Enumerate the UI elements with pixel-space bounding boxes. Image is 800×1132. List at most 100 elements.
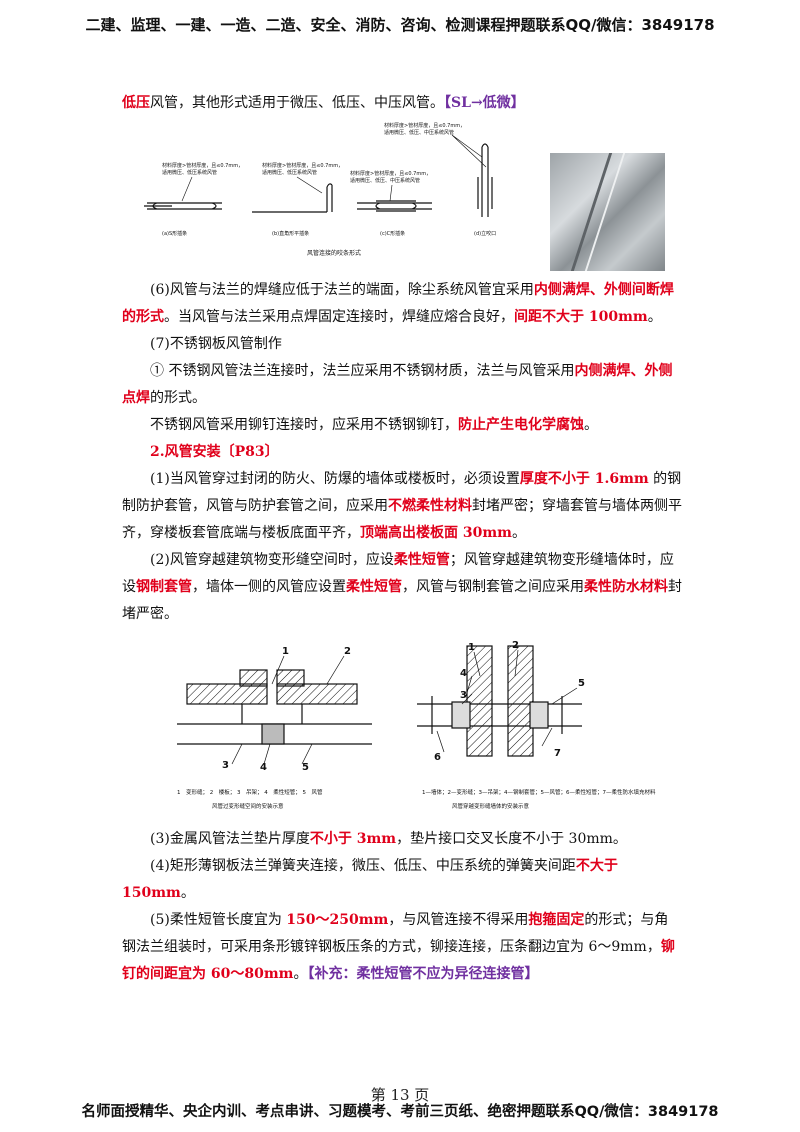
hl: 抱箍固定 bbox=[528, 912, 585, 928]
main-content: 低压风管，其他形式适用于微压、低压、中压风管。【SL→低微】 材料厚度>管材厚度… bbox=[122, 90, 682, 988]
hl: 柔性短管 bbox=[393, 552, 450, 568]
flex-duct-left bbox=[261, 723, 285, 745]
hl: 顶端高出楼板面 30mm bbox=[360, 525, 512, 541]
t: (5)柔性短管长度宜为 bbox=[150, 912, 287, 928]
figure-deformation-joint: 1 2 3 4 5 1 变形缝； 2 楼板； 3 吊架； 4 柔性短管； 5 风… bbox=[122, 636, 682, 826]
note: 【补充：柔性短管不应为异径连接管】 bbox=[307, 966, 539, 982]
steel-sleeve-left bbox=[451, 701, 471, 729]
right-num-4: 4 bbox=[460, 668, 467, 679]
page-number: 第 13 页 bbox=[370, 1086, 430, 1104]
hl: 低压 bbox=[122, 95, 150, 111]
page-header: 二建、监理、一建、一造、二造、安全、消防、咨询、检测课程押题联系QQ/微信：38… bbox=[85, 16, 715, 34]
left-num-1: 1 bbox=[282, 646, 289, 657]
para-7a: ① 不锈钢风管法兰连接时，法兰应采用不锈钢材质，法兰与风管采用内侧满焊、外侧点焊… bbox=[122, 358, 682, 412]
t: 。 bbox=[647, 309, 662, 325]
left-num-5: 5 bbox=[302, 762, 309, 773]
t: 封堵严密；穿墙套管与墙体两侧平齐，穿楼板套管底端与楼板底面平齐， bbox=[122, 498, 682, 541]
t: ，垫片接口交叉长度不小于 30mm。 bbox=[396, 831, 627, 847]
hl: 厚度不小于 1.6mm bbox=[519, 471, 649, 487]
right-legend: 1—墙体；2—变形缝；3—吊架；4—钢制套管；5—风管；6—柔性短管；7—柔性防… bbox=[422, 788, 656, 796]
right-num-6: 6 bbox=[434, 752, 441, 763]
left-num-3: 3 bbox=[222, 760, 229, 771]
t: 。当风管与法兰采用点焊固定连接时，焊缝应熔合良好， bbox=[164, 309, 514, 325]
txt: 风管，其他形式适用于微压、低压、中压风管。 bbox=[150, 95, 444, 111]
t: 的形式。 bbox=[150, 390, 206, 406]
hl: 铆钉的间距宜为 60～80mm bbox=[122, 939, 675, 982]
right-num-3: 3 bbox=[460, 690, 467, 701]
hl: 内侧满焊、外侧间断焊的形式 bbox=[122, 282, 674, 325]
joint-diagrams: 1 2 3 4 5 1 变形缝； 2 楼板； 3 吊架； 4 柔性短管； 5 风… bbox=[177, 640, 656, 810]
seam-diagrams: 材料厚度>管材厚度，且≤0.7mm， 适用微压、低压系统风管 材料厚度>管材厚度… bbox=[144, 122, 496, 257]
t: 的钢制防护套管，风管与防护套管之间，应采用 bbox=[122, 471, 682, 514]
note-b2: 适用微压、低压系统风管 bbox=[262, 169, 317, 176]
t: (6)风管与法兰的焊缝应低于法兰的端面，除尘系统风管宜采用 bbox=[150, 282, 534, 298]
para-7b: 不锈钢风管采用铆钉连接时，应采用不锈钢铆钉，防止产生电化学腐蚀。 bbox=[122, 412, 682, 439]
left-legend: 1 变形缝； 2 楼板； 3 吊架； 4 柔性短管； 5 风管 bbox=[177, 788, 323, 796]
section-2-title: 2.风管安装〔P83〕 bbox=[150, 444, 279, 460]
label-d: (d)立咬口 bbox=[474, 230, 496, 237]
para-2-2: (2)风管穿越建筑物变形缝空间时，应设柔性短管；风管穿越建筑物变形缝墙体时，应设… bbox=[122, 547, 682, 628]
floor-slab-left bbox=[186, 683, 268, 705]
note: 【SL→低微】 bbox=[444, 95, 525, 111]
left-num-2: 2 bbox=[344, 646, 351, 657]
hl: 不小于 3mm bbox=[309, 831, 397, 847]
t: 的形式；与角钢法兰组装时，可采用条形镀锌钢板压条的方式，铆接连接，压条翻边宜为 … bbox=[122, 912, 669, 955]
para-7: (7)不锈钢板风管制作 bbox=[150, 336, 282, 352]
t: 。 bbox=[584, 417, 598, 433]
right-num-1: 1 bbox=[468, 642, 475, 653]
right-num-7: 7 bbox=[554, 748, 561, 759]
right-num-2: 2 bbox=[512, 640, 519, 651]
t: ；风管穿越建筑物变形缝墙体时，应设 bbox=[122, 552, 674, 595]
figure-seam-types: 材料厚度>管材厚度，且≤0.7mm， 适用微压、低压系统风管 材料厚度>管材厚度… bbox=[122, 117, 682, 277]
label-b: (b)直角形平插条 bbox=[272, 230, 309, 237]
seam-photo bbox=[550, 153, 665, 271]
note-a2: 适用微压、低压系统风管 bbox=[162, 169, 217, 176]
t: 。 bbox=[511, 525, 526, 541]
right-caption: 风管穿越变形缝墙体的安装示意 bbox=[452, 802, 530, 810]
label-a: (a)S形插条 bbox=[162, 230, 187, 237]
note-c1: 材料厚度>管材厚度，且≤0.7mm， bbox=[350, 170, 431, 177]
t: 不锈钢风管采用铆钉连接时，应采用不锈钢铆钉， bbox=[150, 417, 458, 433]
t: 。 bbox=[293, 966, 308, 982]
fig1-caption: 风管连接的咬条形式 bbox=[307, 249, 361, 257]
seam-b bbox=[252, 183, 333, 213]
left-caption: 风管过变形缝空间的安装示意 bbox=[212, 802, 284, 810]
left-num-4: 4 bbox=[260, 762, 267, 773]
t: 。 bbox=[180, 885, 195, 901]
note-a1: 材料厚度>管材厚度，且≤0.7mm， bbox=[162, 162, 243, 169]
t: ，墙体一侧的风管应设置 bbox=[192, 579, 346, 595]
hl: 防止产生电化学腐蚀 bbox=[458, 417, 584, 433]
wall-left bbox=[466, 645, 493, 757]
note-d2: 适用微压、低压、中压系统风管 bbox=[384, 129, 454, 136]
t: (2)风管穿越建筑物变形缝空间时，应设 bbox=[150, 552, 394, 568]
para-0: 低压风管，其他形式适用于微压、低压、中压风管。【SL→低微】 bbox=[122, 90, 682, 117]
t: (1)当风管穿过封闭的防火、防爆的墙体或楼板时，必须设置 bbox=[150, 471, 520, 487]
seam-d bbox=[477, 143, 493, 217]
hl: 间距不大于 100mm bbox=[514, 309, 648, 325]
steel-sleeve-right bbox=[529, 701, 549, 729]
note-c2: 适用微压、低压、中压系统风管 bbox=[350, 177, 420, 184]
hl: 柔性短管 bbox=[346, 579, 402, 595]
hl: 150～250mm bbox=[286, 912, 389, 928]
para-2-1: (1)当风管穿过封闭的防火、防爆的墙体或楼板时，必须设置厚度不小于 1.6mm … bbox=[122, 466, 682, 547]
hl: 不大于 150mm bbox=[122, 858, 618, 901]
t: ，风管与钢制套管之间应采用 bbox=[402, 579, 584, 595]
seam-a bbox=[144, 202, 222, 210]
t: (3)金属风管法兰垫片厚度 bbox=[150, 831, 310, 847]
hl: 柔性防水材料 bbox=[584, 579, 668, 595]
note-b1: 材料厚度>管材厚度，且≤0.7mm， bbox=[262, 162, 343, 169]
seam-c bbox=[357, 200, 432, 212]
right-num-5: 5 bbox=[578, 678, 585, 689]
para-2-4: (4)矩形薄钢板法兰弹簧夹连接，微压、低压、中压系统的弹簧夹间距不大于 150m… bbox=[122, 853, 682, 907]
para-2-5: (5)柔性短管长度宜为 150～250mm，与风管连接不得采用抱箍固定的形式；与… bbox=[122, 907, 682, 988]
hl: 钢制套管 bbox=[136, 579, 192, 595]
note-d1: 材料厚度>管材厚度，且≤0.7mm， bbox=[384, 122, 465, 129]
para-6: (6)风管与法兰的焊缝应低于法兰的端面，除尘系统风管宜采用内侧满焊、外侧间断焊的… bbox=[122, 277, 682, 331]
t: 封堵严密。 bbox=[122, 579, 682, 622]
wall-right bbox=[507, 645, 534, 757]
t: ① 不锈钢风管法兰连接时，法兰应采用不锈钢材质，法兰与风管采用 bbox=[150, 363, 575, 379]
t: ，与风管连接不得采用 bbox=[388, 912, 529, 928]
page-footer: 名师面授精华、央企内训、考点串讲、习题模考、考前三页纸、绝密押题联系QQ/微信：… bbox=[81, 1104, 719, 1120]
floor-slab-right bbox=[276, 683, 358, 705]
hl: 内侧满焊、外侧点焊 bbox=[122, 363, 673, 406]
